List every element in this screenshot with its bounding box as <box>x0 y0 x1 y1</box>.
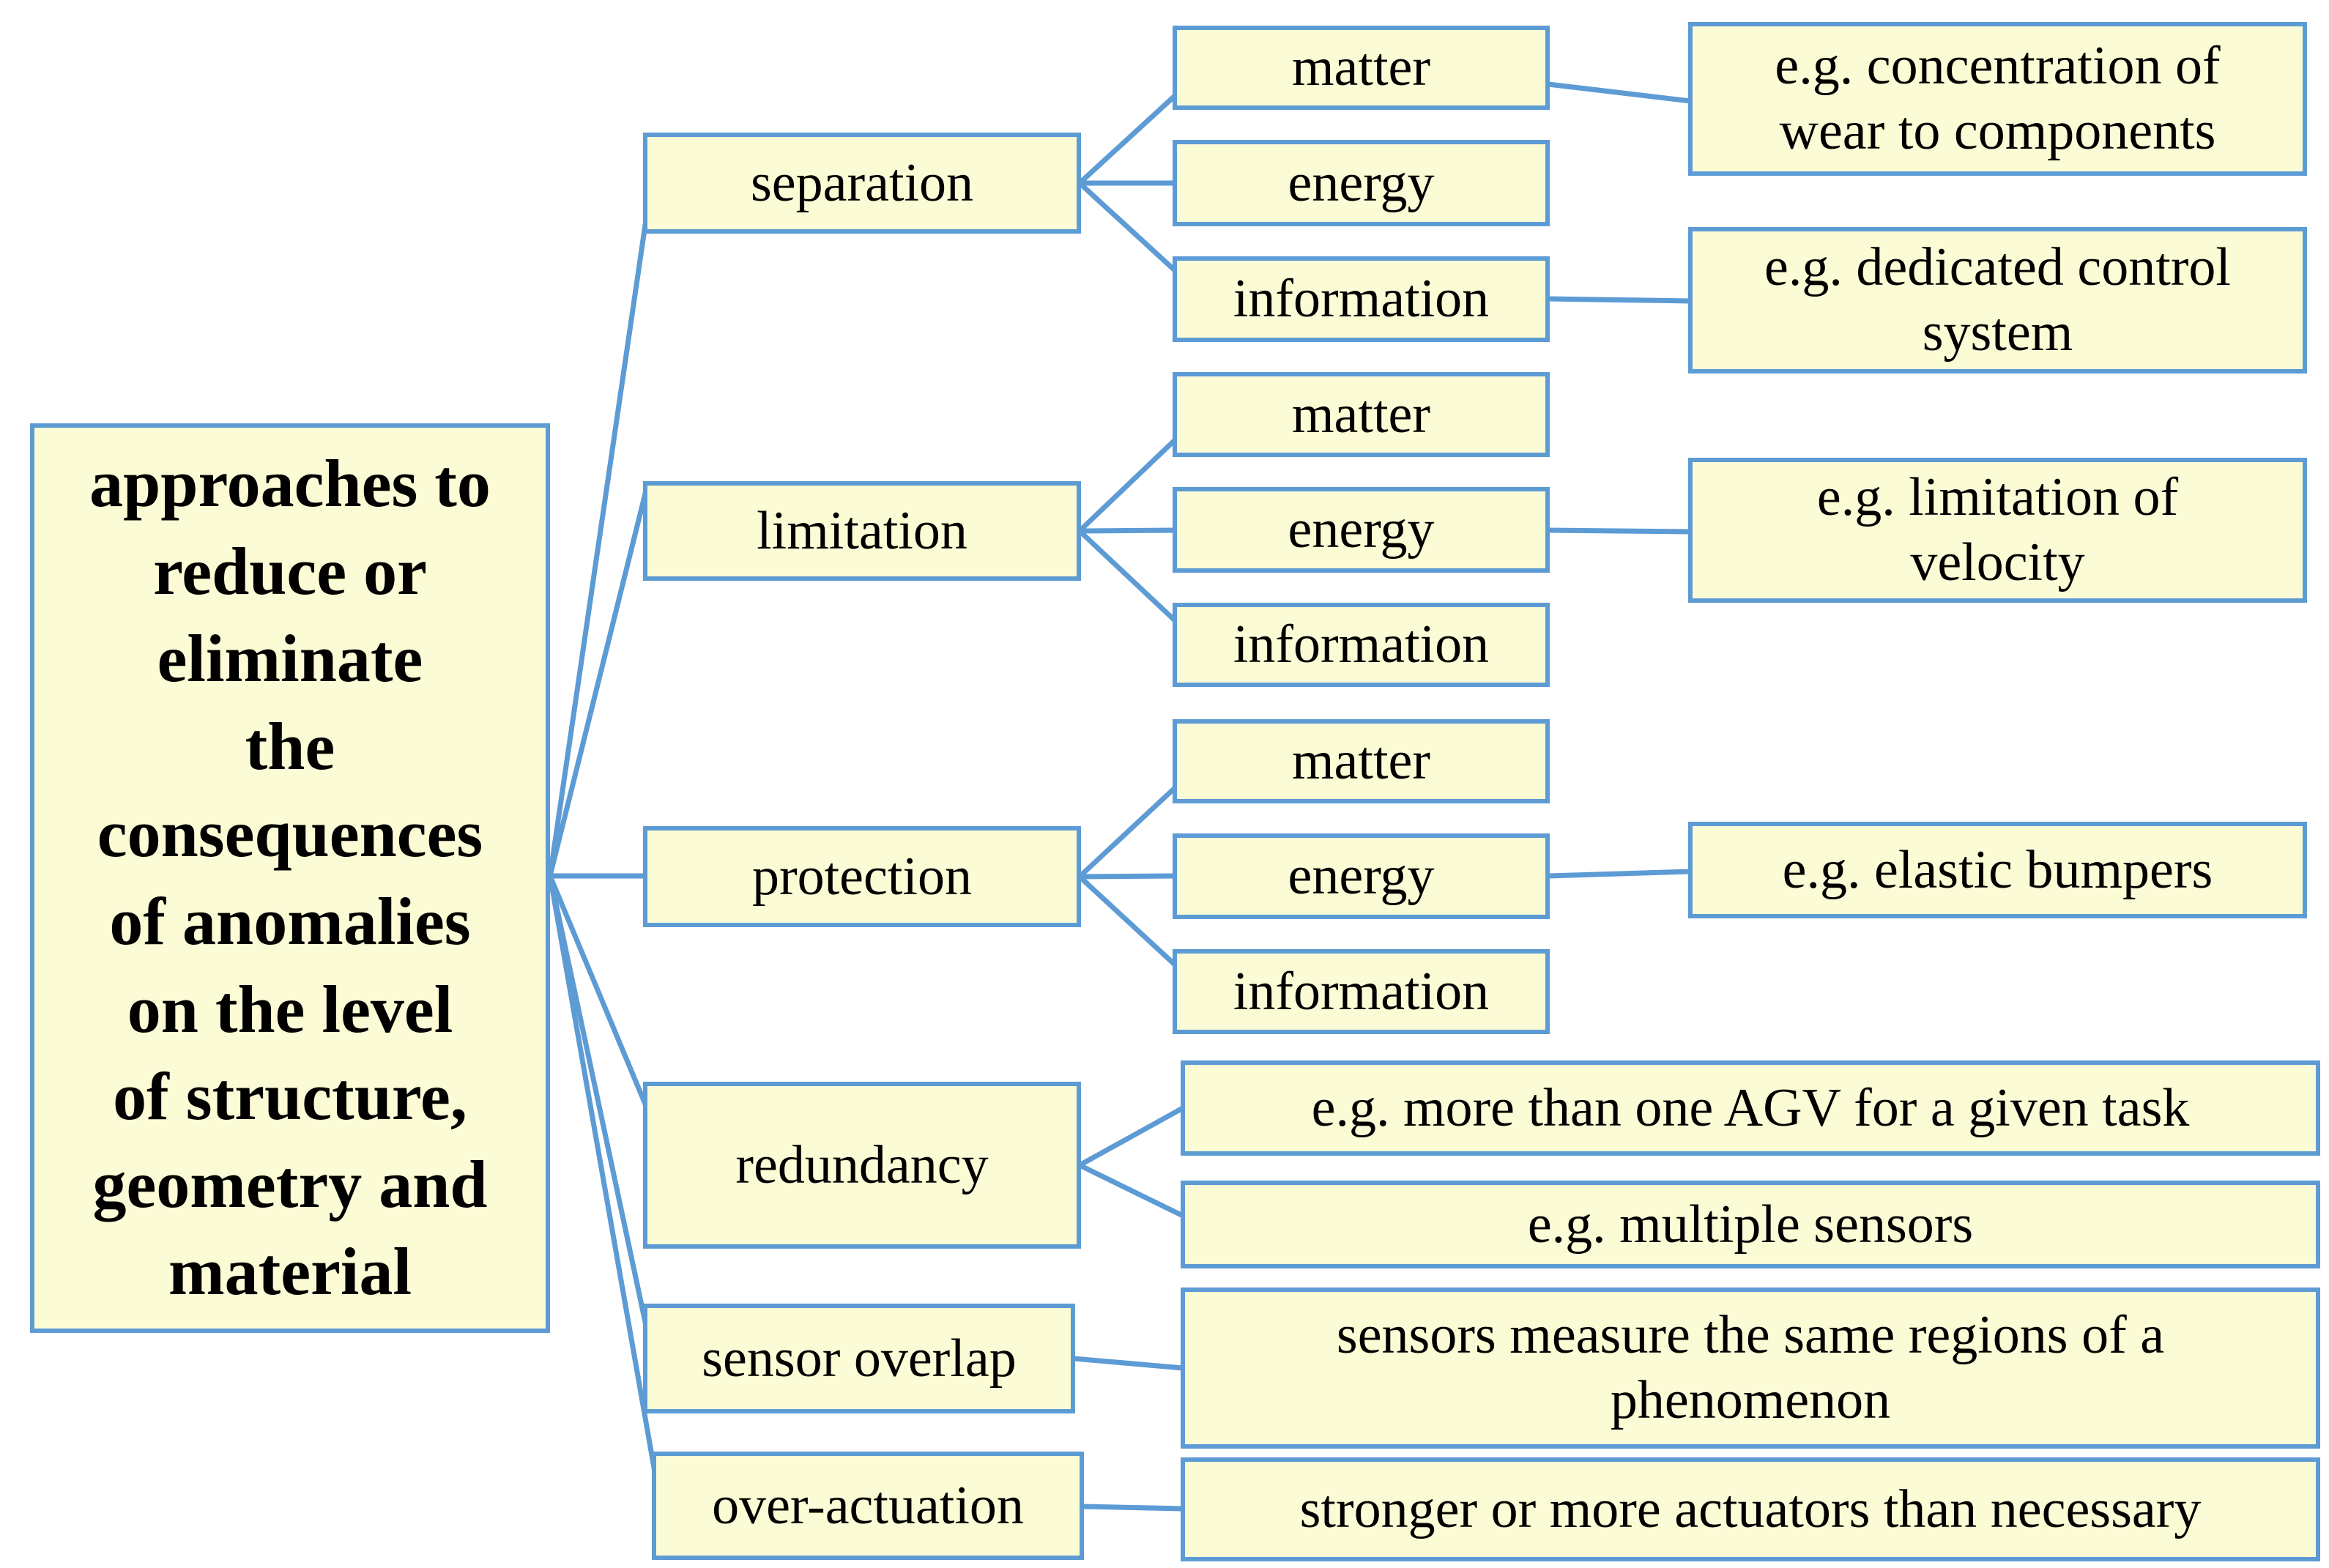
node-limitation-energy-label: energy <box>1288 499 1435 560</box>
connector-protection-information <box>1077 874 1178 968</box>
node-limitation-matter-label: matter <box>1291 384 1430 445</box>
node-separation-energy-label: energy <box>1288 152 1435 213</box>
node-example-multiple-sensors: e.g. multiple sensors <box>1181 1181 2320 1268</box>
node-example-agv: e.g. more than one AGV for a given task <box>1181 1060 2320 1156</box>
node-example-bumpers: e.g. elastic bumpers <box>1688 822 2307 918</box>
connector-energy-velocity <box>1545 527 1693 535</box>
node-limitation-energy: energy <box>1173 487 1550 573</box>
connector-matter-wear <box>1545 81 1693 104</box>
node-protection-information: information <box>1173 949 1550 1034</box>
node-separation: separation <box>643 133 1081 234</box>
connector-root-over-actuation <box>547 873 658 1475</box>
connector-root-redundancy <box>547 873 649 1109</box>
node-separation-information: information <box>1173 256 1550 342</box>
connector-protection-matter <box>1077 784 1178 880</box>
node-separation-matter: matter <box>1173 26 1550 110</box>
node-sensor-overlap-description: sensors measure the same regions of a ph… <box>1181 1288 2320 1449</box>
connector-root-limitation <box>547 488 649 879</box>
node-root-label: approaches to reduce or eliminate the co… <box>89 446 491 1309</box>
node-limitation-matter: matter <box>1173 372 1550 457</box>
node-example-velocity: e.g. limitation of velocity <box>1688 458 2307 603</box>
node-separation-label: separation <box>750 152 974 213</box>
node-protection: protection <box>643 826 1081 927</box>
node-protection-energy-label: energy <box>1288 846 1435 907</box>
node-limitation: limitation <box>643 481 1081 581</box>
connector-root-separation <box>547 217 649 879</box>
connector-redundancy-sensors <box>1077 1162 1186 1219</box>
connector-root-sensor-overlap <box>547 873 649 1329</box>
node-protection-label: protection <box>751 846 972 907</box>
node-example-wear: e.g. concentration of wear to components <box>1688 22 2307 176</box>
connector-energy-bumpers <box>1545 869 1693 879</box>
node-sensor-overlap: sensor overlap <box>643 1304 1075 1413</box>
node-protection-energy: energy <box>1173 833 1550 919</box>
node-protection-information-label: information <box>1233 961 1490 1022</box>
node-example-agv-label: e.g. more than one AGV for a given task <box>1311 1077 2190 1138</box>
node-example-bumpers-label: e.g. elastic bumpers <box>1782 839 2213 900</box>
node-example-control-system-label: e.g. dedicated control system <box>1764 237 2231 363</box>
node-redundancy-label: redundancy <box>735 1134 989 1195</box>
node-redundancy: redundancy <box>643 1082 1081 1249</box>
node-sensor-overlap-description-label: sensors measure the same regions of a ph… <box>1336 1305 2165 1430</box>
node-separation-information-label: information <box>1233 269 1490 330</box>
connector-protection-energy <box>1077 873 1178 880</box>
connector-redundancy-agv <box>1077 1105 1186 1168</box>
node-separation-energy: energy <box>1173 140 1550 226</box>
node-over-actuation-description: stronger or more actuators than necessar… <box>1181 1457 2320 1561</box>
node-limitation-label: limitation <box>757 500 967 561</box>
node-over-actuation-label: over-actuation <box>712 1475 1024 1536</box>
node-example-control-system: e.g. dedicated control system <box>1688 227 2307 374</box>
connector-over-actuation-desc <box>1080 1504 1186 1512</box>
node-over-actuation-description-label: stronger or more actuators than necessar… <box>1299 1479 2202 1539</box>
connector-limitation-energy <box>1077 527 1178 534</box>
node-limitation-information-label: information <box>1233 614 1490 675</box>
node-protection-matter: matter <box>1173 719 1550 803</box>
connector-separation-information <box>1077 180 1178 274</box>
node-separation-matter-label: matter <box>1291 37 1430 98</box>
node-over-actuation: over-actuation <box>652 1452 1084 1560</box>
connector-separation-matter <box>1077 92 1178 186</box>
connector-limitation-matter <box>1077 436 1178 534</box>
node-root: approaches to reduce or eliminate the co… <box>30 423 550 1333</box>
node-example-multiple-sensors-label: e.g. multiple sensors <box>1527 1194 1974 1255</box>
connector-information-control <box>1545 296 1693 304</box>
connector-limitation-information <box>1077 528 1178 624</box>
node-example-velocity-label: e.g. limitation of velocity <box>1816 467 2179 592</box>
node-sensor-overlap-label: sensor overlap <box>702 1328 1017 1389</box>
connector-sensor-overlap-desc <box>1071 1356 1186 1371</box>
node-example-wear-label: e.g. concentration of wear to components <box>1775 36 2221 161</box>
node-limitation-information: information <box>1173 603 1550 687</box>
node-protection-matter-label: matter <box>1291 731 1430 792</box>
